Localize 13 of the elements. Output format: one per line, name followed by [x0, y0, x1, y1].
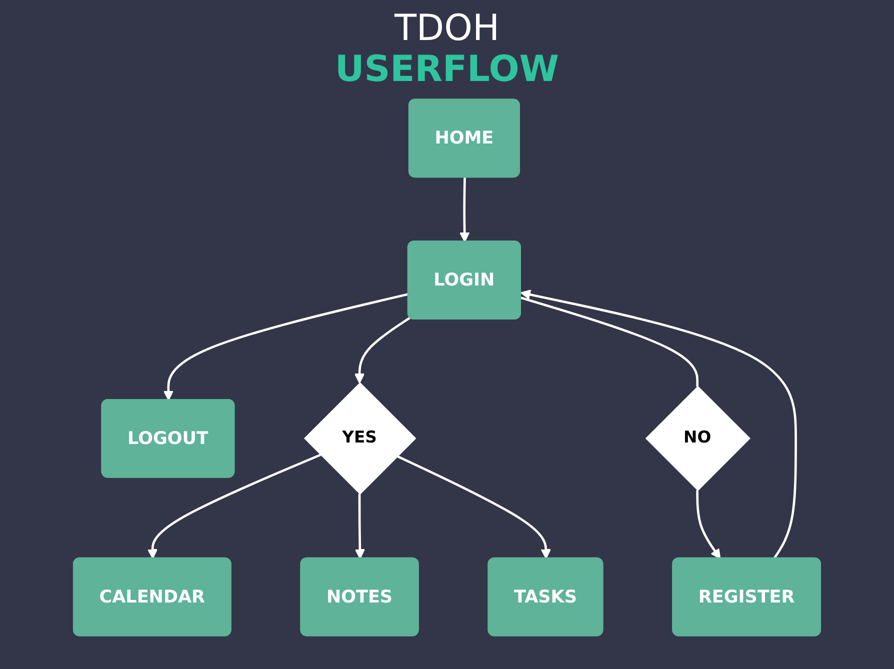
arrow [459, 178, 470, 242]
arrow [163, 292, 409, 401]
arrow [396, 455, 552, 560]
arrow [147, 454, 322, 560]
arrow [696, 490, 721, 560]
diagram-title: TDOH [394, 8, 500, 49]
subtitle: USERFLOW [334, 49, 560, 90]
node-diamond: YES [304, 382, 416, 495]
connector [520, 296, 698, 387]
arrow [354, 494, 366, 560]
arrow [520, 290, 797, 560]
node-diamond: NO [645, 386, 750, 491]
arrow [354, 316, 411, 384]
